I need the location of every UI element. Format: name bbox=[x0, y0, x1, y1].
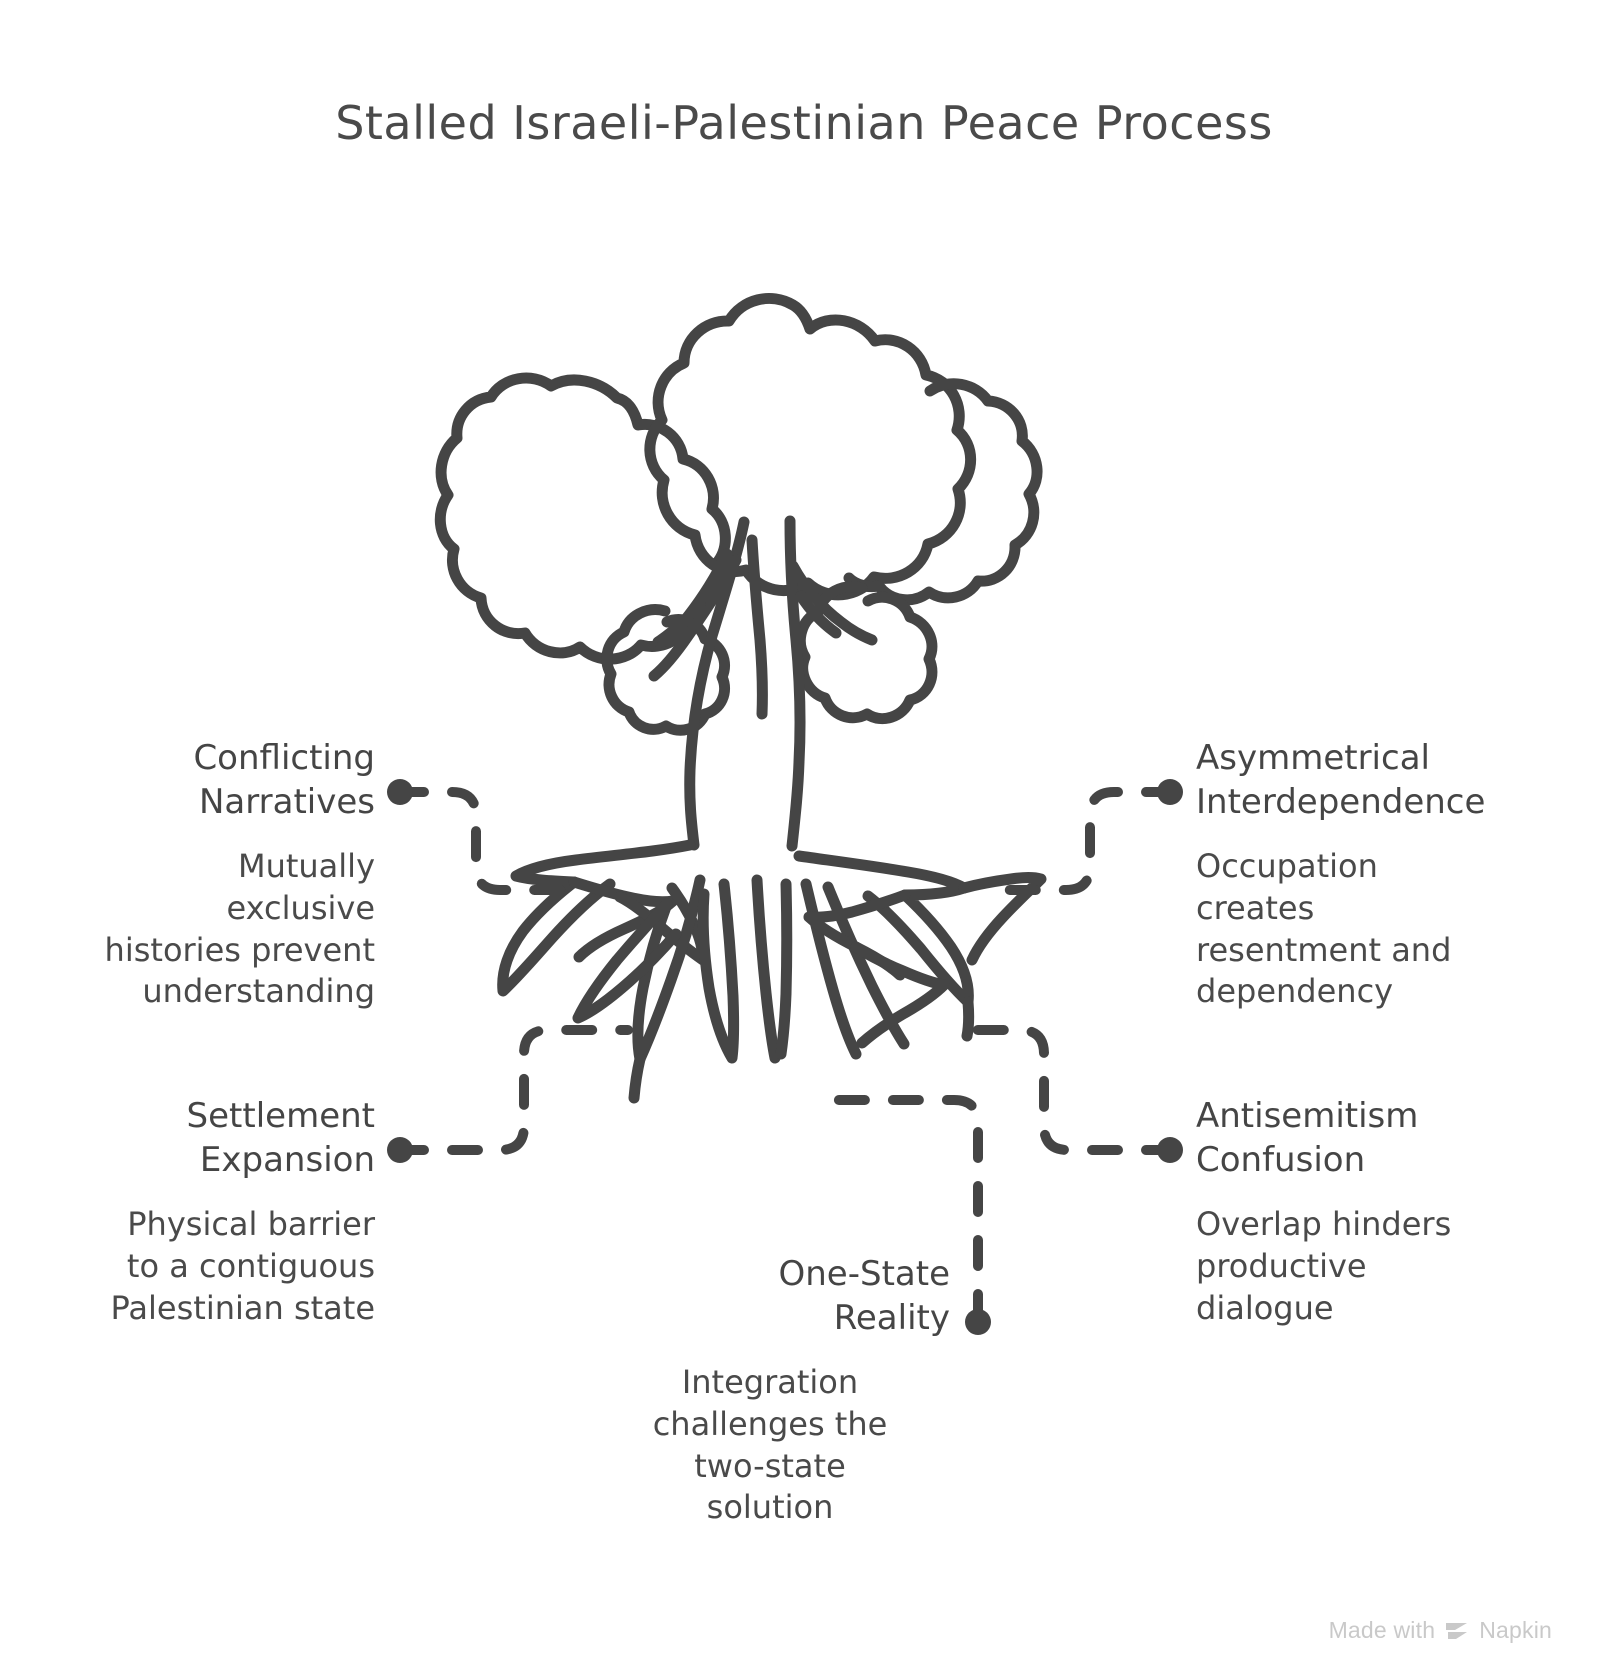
foliage-blob-left bbox=[434, 372, 731, 665]
root-center-2 bbox=[775, 878, 793, 1060]
endpoint-dot-asymmetrical-interdependence bbox=[1157, 779, 1183, 805]
watermark-brand: Napkin bbox=[1479, 1617, 1552, 1643]
page-title: Stalled Israeli-Palestinian Peace Proces… bbox=[335, 96, 1273, 150]
root-right-outer bbox=[958, 872, 1047, 966]
node-title-one-state-reality: One-State Reality bbox=[778, 1254, 951, 1339]
connector-one-state-reality bbox=[833, 1095, 983, 1325]
node-desc-settlement-expansion: Physical barrier to a contiguous Palesti… bbox=[110, 1205, 375, 1327]
trunk-right-edge bbox=[784, 515, 806, 852]
node-desc-antisemitism-confusion: Overlap hinders productive dialogue bbox=[1196, 1205, 1452, 1327]
trunk-branch-detail-1 bbox=[746, 534, 768, 720]
connector-group bbox=[393, 787, 1177, 1325]
node-asymmetrical-interdependence[interactable]: Asymmetrical Interdependence Occupation … bbox=[1196, 736, 1586, 1013]
watermark-text: Made with bbox=[1328, 1617, 1436, 1643]
trunk-branch-detail-5 bbox=[787, 560, 878, 646]
node-title-antisemitism-confusion: Antisemitism Confusion bbox=[1196, 1096, 1419, 1181]
foliage-blob-small-left bbox=[601, 604, 731, 736]
endpoint-dot-antisemitism-confusion bbox=[1157, 1137, 1183, 1163]
node-title-conflicting-narratives: Conflicting Narratives bbox=[193, 738, 375, 823]
connector-antisemitism-confusion bbox=[947, 1025, 1177, 1155]
node-desc-conflicting-narratives: Mutually exclusive histories prevent und… bbox=[104, 847, 375, 1011]
trunk-branch-detail-6 bbox=[795, 590, 842, 639]
node-one-state-reality[interactable]: One-State Reality Integration challenges… bbox=[590, 1252, 950, 1529]
root-center bbox=[751, 874, 781, 1064]
endpoint-dot-conflicting-narratives bbox=[387, 779, 413, 805]
connector-endpoints bbox=[387, 779, 1183, 1335]
root-left-tip bbox=[628, 1053, 646, 1104]
node-settlement-expansion[interactable]: Settlement Expansion Physical barrier to… bbox=[20, 1094, 375, 1329]
root-center-left bbox=[697, 878, 740, 1064]
tree-illustration bbox=[434, 292, 1047, 1104]
root-left-inner-2 bbox=[572, 898, 682, 1024]
connector-conflicting-narratives bbox=[393, 787, 570, 895]
trunk-branch-detail-2 bbox=[648, 554, 742, 682]
root-right-inner bbox=[793, 850, 974, 1008]
connector-settlement-expansion bbox=[393, 1025, 633, 1155]
foliage-blob-small-right bbox=[795, 581, 938, 724]
napkin-logo-icon bbox=[1444, 1620, 1470, 1642]
node-conflicting-narratives[interactable]: Conflicting Narratives Mutually exclusiv… bbox=[20, 736, 375, 1013]
watermark: Made with Napkin bbox=[1329, 1617, 1552, 1644]
node-title-settlement-expansion: Settlement Expansion bbox=[186, 1096, 375, 1181]
root-left-outer-inner bbox=[568, 876, 679, 963]
node-antisemitism-confusion[interactable]: Antisemitism Confusion Overlap hinders p… bbox=[1196, 1094, 1586, 1329]
root-left-outer bbox=[497, 839, 696, 997]
connector-asymmetrical-interdependence bbox=[995, 787, 1177, 895]
endpoint-dot-settlement-expansion bbox=[387, 1137, 413, 1163]
trunk-branch-detail-4 bbox=[657, 548, 733, 648]
foliage-blob-right bbox=[843, 378, 1043, 606]
root-right-tip bbox=[961, 996, 975, 1042]
node-desc-one-state-reality: Integration challenges the two-state sol… bbox=[652, 1363, 888, 1527]
node-title-asymmetrical-interdependence: Asymmetrical Interdependence bbox=[1196, 738, 1486, 823]
foliage-blob-center bbox=[644, 292, 977, 601]
node-desc-asymmetrical-interdependence: Occupation creates resentment and depend… bbox=[1196, 847, 1452, 1011]
endpoint-dot-one-state-reality bbox=[965, 1309, 991, 1335]
root-right-outer-2 bbox=[850, 941, 950, 1049]
